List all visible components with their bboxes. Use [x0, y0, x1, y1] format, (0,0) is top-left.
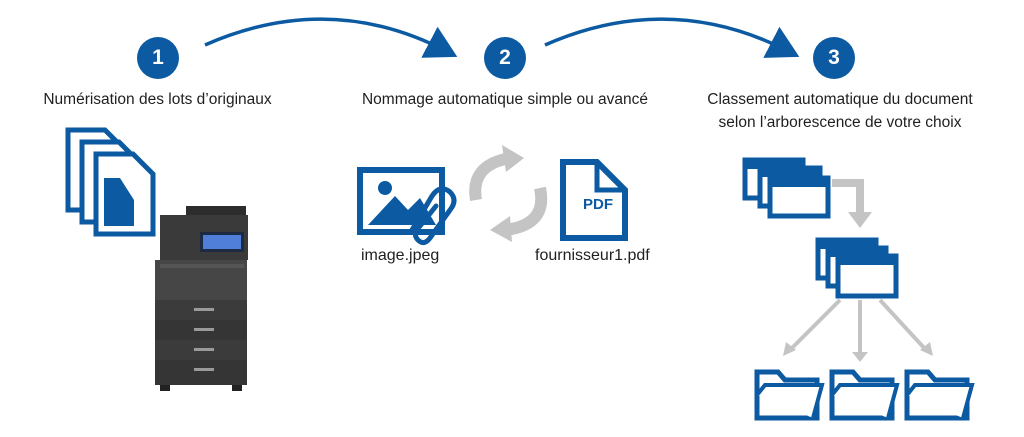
step-2-badge: 2 — [484, 37, 526, 79]
fanout-arrows-icon — [788, 298, 928, 352]
window-stack-icon — [742, 157, 831, 219]
down-arrow-icon — [832, 179, 872, 228]
target-filename: fournisseur1.pdf — [535, 247, 650, 264]
step-2-number: 2 — [499, 46, 511, 69]
window-stack-icon-2 — [815, 237, 899, 299]
step-3-caption-line-1: Classement automatique du document — [707, 91, 973, 108]
step-1-number: 1 — [152, 46, 164, 69]
document-stack-icon — [65, 127, 156, 237]
convert-arrows-icon — [469, 145, 548, 242]
folder-icon-1 — [754, 369, 825, 421]
step-1-caption: Numérisation des lots d’originaux — [43, 91, 272, 108]
step-3-badge: 3 — [813, 37, 855, 79]
step-3-number: 3 — [828, 46, 840, 69]
pdf-file-icon — [560, 159, 628, 241]
step-1-badge: 1 — [137, 37, 179, 79]
step-3-caption-line-2: selon l’arborescence de votre choix — [718, 114, 962, 131]
pdf-label: PDF — [583, 196, 613, 213]
source-filename: image.jpeg — [361, 247, 440, 264]
flow-arrow-2-to-3 — [544, 17, 800, 58]
step-3-caption: Classement automatique du document selon… — [690, 88, 990, 134]
printer-icon — [155, 206, 248, 391]
folder-icon-2 — [829, 369, 900, 421]
folder-icon-3 — [904, 369, 975, 421]
image-attachment-icon — [357, 167, 457, 246]
step-2-caption: Nommage automatique simple ou avancé — [361, 91, 649, 108]
flow-arrow-1-to-2 — [204, 17, 458, 58]
